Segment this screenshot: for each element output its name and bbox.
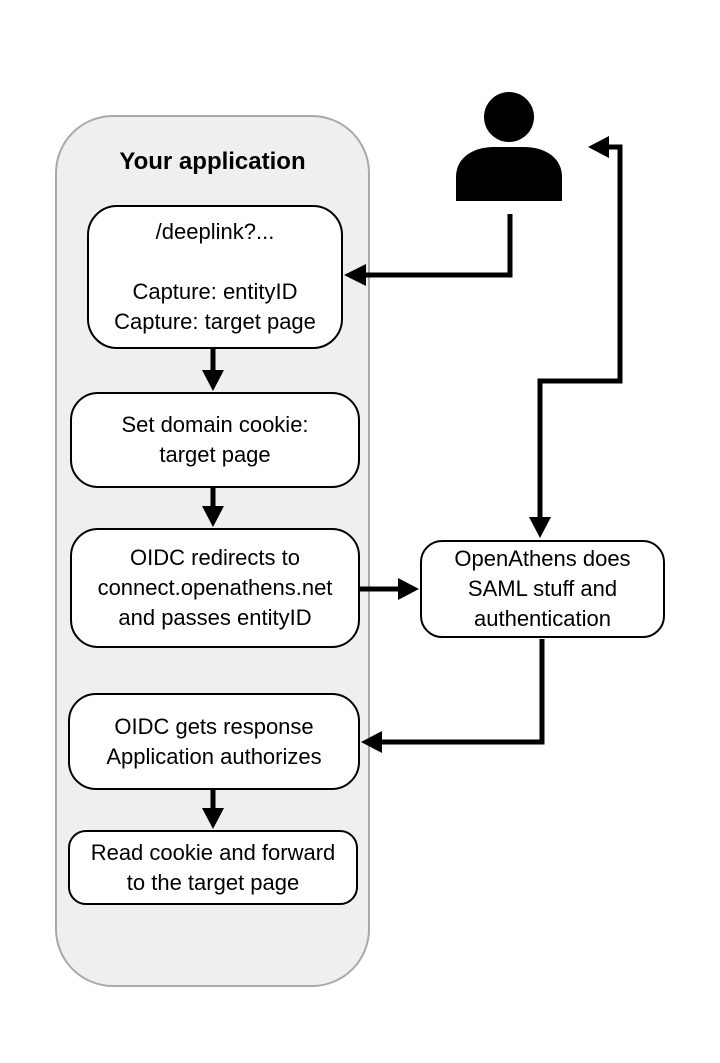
- box-openathens-saml-text: OpenAthens does SAML stuff and authentic…: [454, 546, 631, 631]
- box-oidc-redirects: OIDC redirects to connect.openathens.net…: [70, 528, 360, 648]
- box-openathens-saml: OpenAthens does SAML stuff and authentic…: [420, 540, 665, 638]
- box-oidc-redirects-text: OIDC redirects to connect.openathens.net…: [97, 545, 333, 630]
- box-deeplink-text: /deeplink?... Capture: entityID Capture:…: [114, 219, 316, 334]
- box-set-domain-cookie: Set domain cookie: target page: [70, 392, 360, 488]
- box-set-domain-cookie-text: Set domain cookie: target page: [121, 412, 309, 467]
- box-read-cookie-text: Read cookie and forward to the target pa…: [90, 839, 336, 895]
- box-oidc-gets-response-text: OIDC gets response Application authorize…: [106, 713, 322, 769]
- your-application-title: Your application: [119, 148, 306, 175]
- box-oidc-gets-response: OIDC gets response Application authorize…: [68, 693, 360, 790]
- arrow-deeplink-to-set-cookie: [202, 349, 224, 391]
- arrow-user-openathens-bidirectional: [529, 136, 623, 538]
- arrow-oidc-redirects-to-openathens: [360, 578, 419, 600]
- arrow-openathens-to-oidc-response: [361, 639, 545, 753]
- box-read-cookie: Read cookie and forward to the target pa…: [68, 830, 358, 905]
- box-deeplink: /deeplink?... Capture: entityID Capture:…: [87, 205, 343, 349]
- user-icon: [456, 92, 562, 201]
- arrow-set-cookie-to-oidc-redirects: [202, 488, 224, 527]
- arrow-oidc-response-to-read-cookie: [202, 790, 224, 829]
- arrow-user-to-deeplink: [344, 214, 513, 286]
